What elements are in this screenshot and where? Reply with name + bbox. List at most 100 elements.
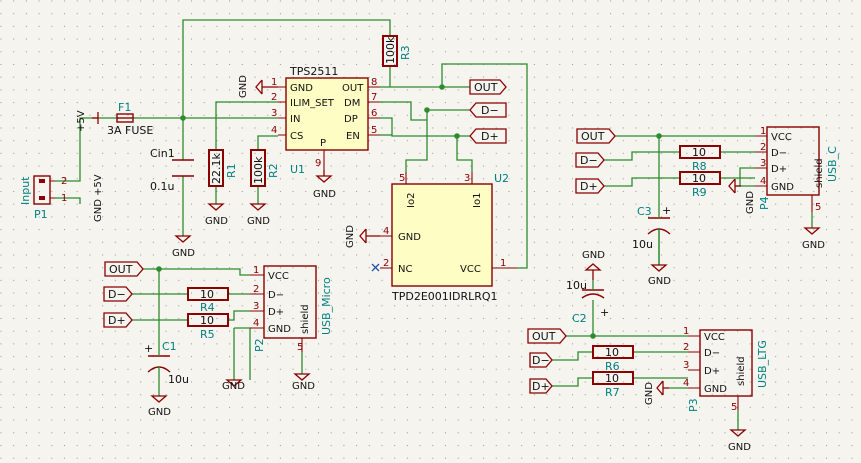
net-label-dplus-p4[interactable]: D+ — [575, 178, 605, 194]
net-label-out-u1[interactable]: OUT — [469, 79, 507, 95]
fuse-f1[interactable]: F1 3A FUSE — [107, 101, 153, 137]
u1-num-3: 3 — [271, 108, 277, 119]
p3-num-4: 4 — [683, 378, 689, 389]
net-label-text: OUT — [109, 263, 133, 276]
r4-value: 10 — [200, 288, 214, 301]
p2-value: USB_Micro — [320, 277, 333, 335]
gnd-label: GND — [205, 216, 228, 227]
net-label-dminus-p3[interactable]: D− — [529, 352, 553, 368]
resistor-r7[interactable]: 10 R7 — [592, 371, 634, 399]
capacitor-c2[interactable]: + C2 10u — [566, 279, 609, 325]
resistor-r2[interactable]: 100k R2 — [250, 149, 280, 187]
r9-ref: R9 — [692, 186, 707, 199]
r6-value: 10 — [605, 346, 619, 359]
connector-p2[interactable]: VCC D− D+ GND shield 1 2 3 4 5 USB_Micro… — [250, 265, 333, 353]
p1-value: Input — [19, 176, 32, 205]
connector-p4[interactable]: VCC D− D+ GND shield 1 2 3 4 5 USB_C P4 — [755, 126, 839, 213]
p1-ref: P1 — [34, 208, 48, 221]
f1-ref: F1 — [118, 101, 131, 114]
r2-ref: R2 — [267, 163, 280, 178]
net-label-dminus-p2[interactable]: D− — [103, 286, 133, 302]
resistor-r1[interactable]: 22.1k R1 — [208, 149, 238, 187]
ic-u1[interactable]: TPS2511 U1 GND ILIM_SET IN CS OUT DM DP … — [271, 65, 380, 176]
net-label-dminus-u1[interactable]: D− — [469, 102, 507, 118]
ic-u2[interactable]: Io2 Io1 GND NC VCC 5 3 4 2 1 U2 TPD2E001… — [380, 172, 517, 303]
p4-pin-vcc: VCC — [771, 132, 792, 143]
p4-value: USB_C — [826, 146, 839, 182]
gnd-symbol-cin1: GND — [172, 235, 195, 259]
p3-pin-dp: D+ — [704, 366, 720, 377]
p4-pin-gnd: GND — [771, 182, 794, 193]
net-label-text: OUT — [581, 130, 605, 143]
p3-num-2: 2 — [683, 342, 689, 353]
net-label-text: OUT — [474, 81, 498, 94]
p3-ref: P3 — [687, 398, 700, 412]
u2-pin-nc: NC — [398, 264, 412, 275]
gnd-symbol-p3-shield: GND — [728, 410, 751, 453]
capacitor-c3[interactable]: + C3 10u — [632, 204, 671, 265]
net-label-text: D+ — [108, 314, 126, 327]
r6-ref: R6 — [605, 360, 620, 373]
gnd-label: GND — [238, 75, 249, 98]
gnd-label: GND — [172, 248, 195, 259]
u2-ref: U2 — [494, 172, 509, 185]
net-label-text: D+ — [481, 130, 499, 143]
net-label-text: D− — [481, 104, 499, 117]
u2-num-4: 4 — [383, 226, 389, 237]
gnd-label: GND — [644, 382, 655, 405]
net-label-out-p2[interactable]: OUT — [104, 261, 144, 277]
resistor-r5[interactable]: 10 R5 — [187, 313, 229, 341]
gnd-symbol-p4-shield: GND — [802, 212, 825, 251]
r1-value: 22.1k — [210, 153, 223, 184]
r5-ref: R5 — [200, 328, 215, 341]
u1-num-8: 8 — [371, 77, 377, 88]
net-label-out-p4[interactable]: OUT — [576, 128, 616, 144]
resistor-r8[interactable]: 10 R8 — [679, 145, 721, 173]
gnd-symbol-p2-shield: GND — [292, 352, 315, 392]
u1-pin-out: OUT — [342, 83, 364, 94]
u1-pin-in: IN — [290, 114, 300, 125]
connector-p1[interactable]: 2 1 Input P1 +5V GND — [19, 174, 104, 222]
resistor-r6[interactable]: 10 R6 — [592, 345, 634, 373]
p3-num-1: 1 — [683, 326, 689, 337]
u2-pin-gnd: GND — [398, 232, 421, 243]
p2-pin-dp: D+ — [268, 307, 284, 318]
gnd-symbol-r1: GND — [205, 203, 228, 227]
resistor-r3[interactable]: 100k R3 — [382, 35, 412, 67]
net-label-dplus-u1[interactable]: D+ — [469, 128, 507, 144]
capacitor-c1[interactable]: + C1 10u — [144, 340, 189, 396]
r7-ref: R7 — [605, 386, 620, 399]
u2-pin-io2: Io2 — [406, 193, 417, 208]
u1-num-2: 2 — [271, 92, 277, 103]
p2-pin-vcc: VCC — [268, 271, 289, 282]
p3-num-5: 5 — [731, 402, 737, 413]
u2-num-5: 5 — [399, 173, 405, 184]
net-label-text: D+ — [580, 180, 598, 193]
p4-num-4: 4 — [760, 176, 766, 187]
u2-pin-io1: Io1 — [472, 193, 483, 208]
u1-num-4: 4 — [271, 125, 277, 136]
p4-num-2: 2 — [760, 142, 766, 153]
net-label-dplus-p2[interactable]: D+ — [103, 312, 133, 328]
p1-label-gnd: GND — [93, 199, 104, 222]
c2-value: 10u — [566, 279, 587, 292]
u1-pin-dm: DM — [344, 98, 360, 109]
r3-ref: R3 — [399, 45, 412, 60]
p2-pin-shield: shield — [300, 304, 311, 334]
resistor-r9[interactable]: 10 R9 — [679, 171, 721, 199]
gnd-symbol-c3: GND — [648, 264, 671, 287]
p2-num-4: 4 — [253, 318, 259, 329]
gnd-label: GND — [247, 216, 270, 227]
u2-pin-vcc: VCC — [460, 264, 481, 275]
net-label-dplus-p3[interactable]: D+ — [529, 378, 553, 394]
r3-value: 100k — [384, 36, 397, 64]
u1-num-1: 1 — [271, 77, 277, 88]
capacitor-cin1[interactable]: Cin1 0.1u — [150, 147, 194, 193]
gnd-label: GND — [345, 225, 356, 248]
r8-ref: R8 — [692, 160, 707, 173]
net-label-dminus-p4[interactable]: D− — [575, 152, 605, 168]
connector-p3[interactable]: VCC D− D+ GND shield 1 2 3 4 5 USB_LTG P… — [683, 326, 769, 413]
r2-value: 100k — [252, 156, 265, 184]
net-label-out-p3[interactable]: OUT — [527, 328, 567, 344]
resistor-r4[interactable]: 10 R4 — [187, 287, 229, 314]
